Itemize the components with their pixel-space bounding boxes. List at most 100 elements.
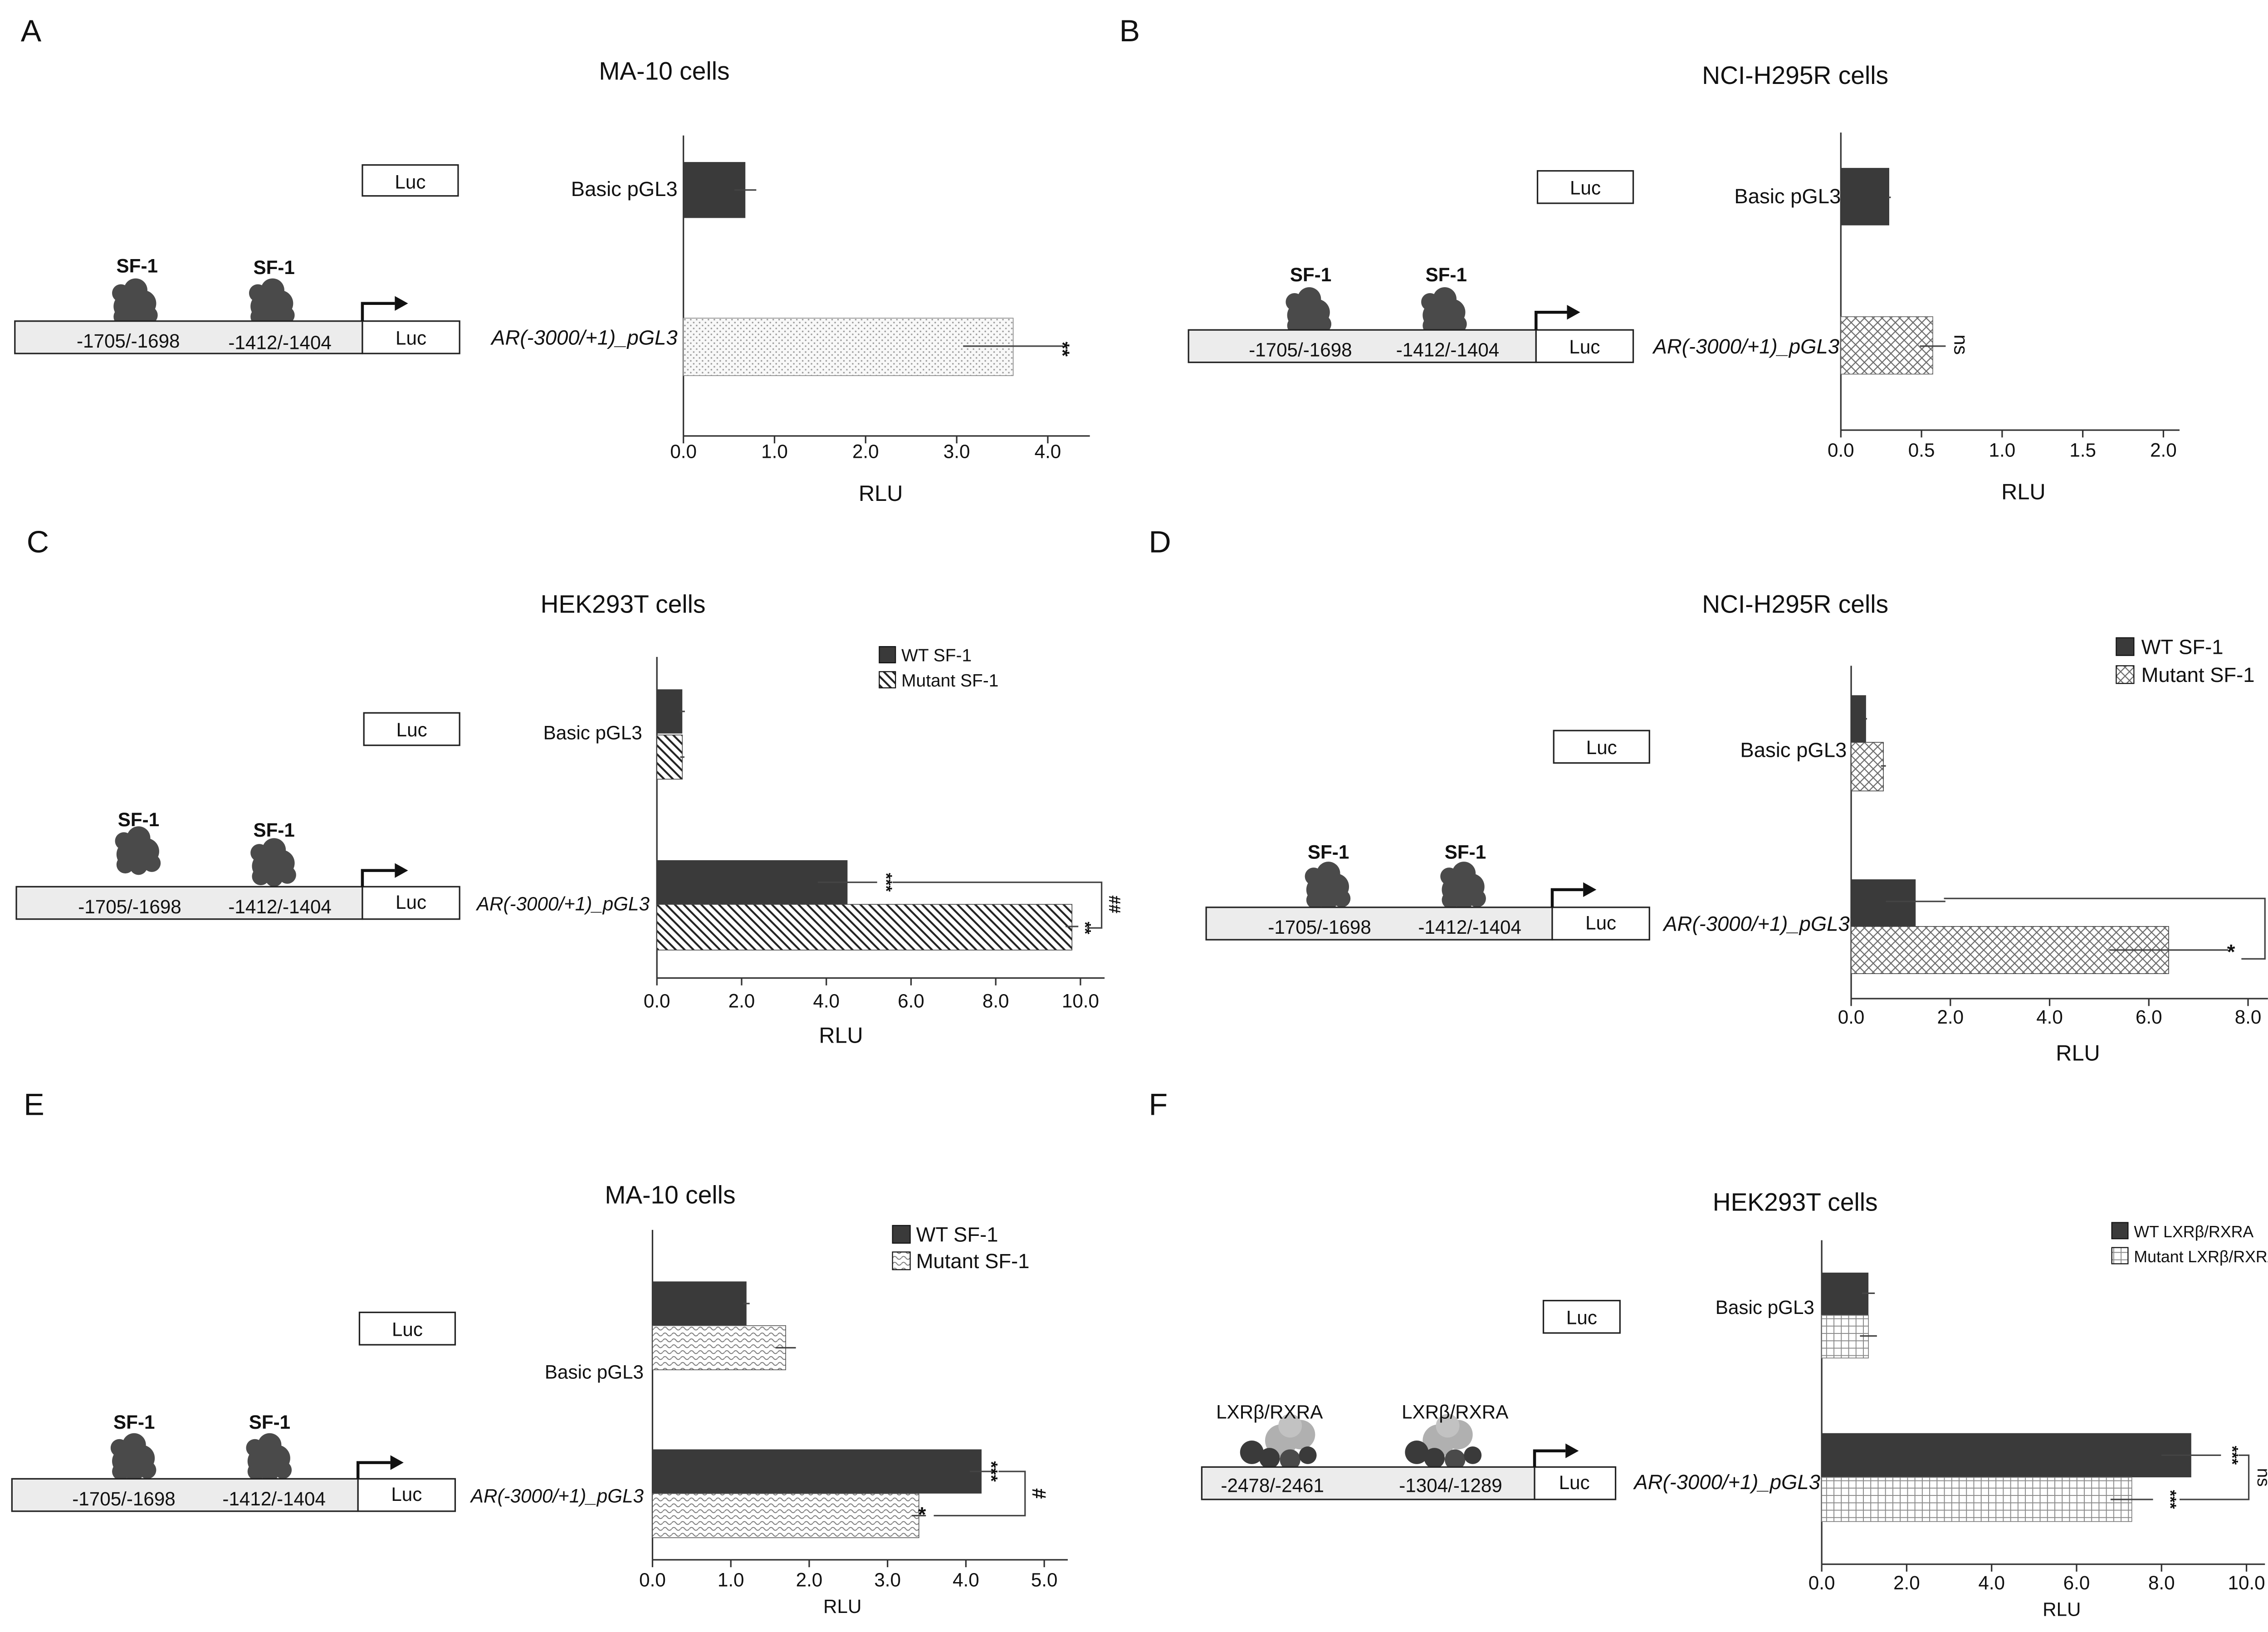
panel-e: E Luc SF-1 SF-1 -1705/-1698 -1412/-1404 … <box>11 1088 1068 1617</box>
significance-bracket <box>1944 897 2266 960</box>
site-label-1: SF-1 <box>1290 264 1331 285</box>
legend-swatch-mutant <box>2116 665 2135 684</box>
bracket-mark: # <box>1028 1488 1050 1499</box>
bar-basic-wt <box>652 1281 747 1326</box>
lxr-rxra-dimer-icon <box>1240 1414 1317 1470</box>
tick-label: 1.0 <box>761 441 788 462</box>
x-axis-label: RLU <box>2043 1598 2081 1620</box>
site-label-2: LXRβ/RXRA <box>1402 1401 1509 1422</box>
bar-ar-wt <box>657 860 848 905</box>
luc-reporter-label: Luc <box>1585 912 1616 933</box>
segment-label-1: -1705/-1698 <box>72 1488 176 1509</box>
luc-label-top: Luc <box>1570 177 1601 199</box>
tick-label: 0.0 <box>644 990 670 1012</box>
category-label-basic: Basic pGL3 <box>1716 1297 1814 1318</box>
luc-reporter-label: Luc <box>396 892 426 913</box>
sf1-protein-icon <box>110 1433 156 1482</box>
site-label-2: SF-1 <box>253 819 294 841</box>
tss-arrow-icon <box>361 869 395 887</box>
legend-label-wt: WT SF-1 <box>2141 635 2224 658</box>
legend-swatch-mutant <box>2111 1247 2129 1264</box>
tick-label: 4.0 <box>1035 441 1061 462</box>
panel-a: A Luc SF-1 SF-1 -1705/-1698 -1412/-1404 … <box>14 14 1090 506</box>
tick-label: 4.0 <box>1978 1572 2005 1593</box>
tick-label: 8.0 <box>982 990 1009 1012</box>
luc-box-top <box>1536 170 1634 204</box>
category-label-basic: Basic pGL3 <box>543 722 642 744</box>
bar-basic-mutant <box>656 735 683 780</box>
panel-letter: C <box>27 524 49 559</box>
bar-ar-pgl3 <box>1840 316 1933 375</box>
site-label-1: LXRβ/RXRA <box>1216 1401 1323 1422</box>
legend: WT SF-1 Mutant SF-1 <box>879 646 998 691</box>
significance-mark-mutant: * <box>918 1503 926 1526</box>
segment-label-2: -1412/-1404 <box>228 896 332 917</box>
category-label-ar: AR(-3000/+1)_pGL3 <box>1633 1470 1820 1494</box>
category-label-ar: AR(-3000/+1)_pGL3 <box>1662 912 1849 936</box>
legend-swatch-mutant <box>879 671 896 689</box>
chart-title: HEK293T cells <box>1713 1188 1878 1216</box>
category-label-ar: AR(-3000/+1)_pGL3 <box>1652 335 1839 358</box>
panel-letter: E <box>24 1088 44 1122</box>
promoter-diagram: Luc SF-1 SF-1 -1705/-1698 -1412/-1404 Lu… <box>1205 730 1650 941</box>
chart-title: NCI-H295R cells <box>1702 590 1888 618</box>
promoter-diagram: Luc LXRβ/RXRA LXRβ/RXRA -2478/-2461 -130… <box>1201 1299 1621 1500</box>
sf1-protein-icon <box>249 278 295 327</box>
significance-bracket <box>2179 1454 2250 1500</box>
sf1-protein-icon <box>1286 287 1332 336</box>
bar-chart: MA-10 cells Basic pGL3 AR(-3000/+1)_pGL3… <box>490 57 1090 506</box>
tss-arrow-icon <box>1550 888 1584 907</box>
site-label-1: SF-1 <box>117 255 158 277</box>
tss-arrow-icon <box>361 302 395 321</box>
panel-letter: A <box>21 14 42 48</box>
promoter-segment <box>1188 329 1537 363</box>
sf1-protein-icon <box>246 1433 292 1482</box>
luc-box-top <box>1542 1299 1621 1334</box>
promoter-segment <box>14 320 363 354</box>
luc-label-top: Luc <box>392 1318 423 1340</box>
chart-title: MA-10 cells <box>605 1181 735 1209</box>
tick-label: 6.0 <box>898 990 924 1012</box>
x-axis-label: RLU <box>823 1596 861 1617</box>
legend: WT SF-1 Mutant SF-1 <box>892 1223 1030 1273</box>
category-label-ar: AR(-3000/+1)_pGL3 <box>475 893 650 914</box>
bar-chart: HEK293T cells WT LXRβ/RXRA Mutant LXRβ/R… <box>1633 1188 2268 1620</box>
bar-chart: HEK293T cells WT SF-1 Mutant SF-1 Basic … <box>475 590 1124 1048</box>
category-label-basic: Basic pGL3 <box>1740 739 1847 762</box>
chart-title: HEK293T cells <box>541 590 706 618</box>
tick-label: 1.0 <box>1989 439 2016 461</box>
legend-swatch-wt <box>2111 1222 2129 1240</box>
legend-swatch-mutant <box>892 1251 911 1270</box>
luc-reporter-box <box>1551 907 1650 941</box>
bar-ar-wt <box>1822 1433 2191 1478</box>
bar-basic-wt <box>657 689 683 734</box>
luc-reporter-label: Luc <box>1559 1472 1590 1493</box>
tick-label: 10.0 <box>2228 1572 2265 1593</box>
site-label-2: SF-1 <box>1445 842 1486 863</box>
sf1-protein-icon <box>1421 287 1467 336</box>
legend-swatch-wt <box>2116 637 2135 656</box>
significance-mark-wt: *** <box>981 1461 1001 1482</box>
panel-c: C Luc SF-1 SF-1 -1705/-1698 -1412/-1404 … <box>15 524 1124 1048</box>
site-label-2: SF-1 <box>1426 264 1467 285</box>
tick-label: 5.0 <box>1031 1569 1058 1590</box>
bar-basic-mutant <box>652 1325 786 1370</box>
significance-bracket <box>934 1470 1026 1517</box>
tick-label: 8.0 <box>2148 1572 2175 1593</box>
promoter-segment <box>15 886 363 920</box>
bar-ar-pgl3 <box>683 318 1014 376</box>
bar-chart: NCI-H295R cells WT SF-1 Mutant SF-1 Basi… <box>1662 590 2268 1065</box>
luc-reporter-box <box>357 1478 456 1512</box>
bar-ar-wt <box>1851 879 1916 926</box>
segment-label-1: -2478/-2461 <box>1221 1475 1324 1496</box>
luc-box-top <box>362 164 459 197</box>
tick-label: 4.0 <box>2036 1006 2063 1028</box>
tick-label: 10.0 <box>1062 990 1099 1012</box>
site-label-1: SF-1 <box>113 1411 155 1433</box>
site-label-1: SF-1 <box>118 809 159 830</box>
significance-bracket <box>892 881 1103 929</box>
panel-letter: B <box>1119 14 1140 48</box>
bar-ar-mutant <box>652 1493 919 1539</box>
site-label-1: SF-1 <box>1308 842 1349 863</box>
significance-mark: ** <box>1052 342 1073 357</box>
